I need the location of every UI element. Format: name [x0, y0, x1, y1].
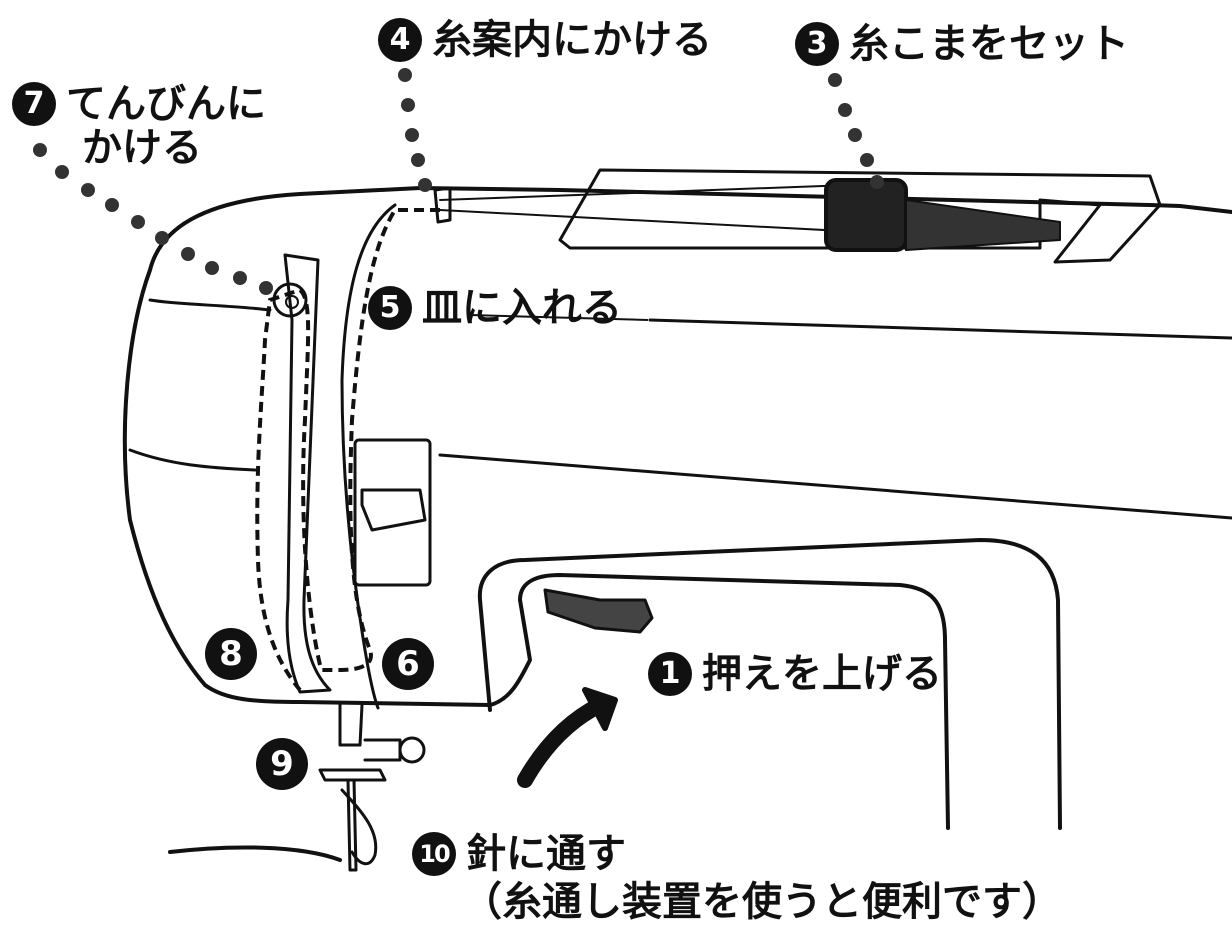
step-10-number: 10: [412, 832, 456, 876]
step-1-text: 押えを上げる: [702, 651, 942, 697]
step-9-label: 9: [256, 738, 308, 790]
step-5-number: 5: [368, 286, 412, 330]
step-5-text: 皿に入れる: [422, 285, 622, 331]
step-5-label: 5 皿に入れる: [368, 286, 622, 330]
leader-3: [828, 73, 884, 189]
step-9-number: 9: [256, 738, 308, 790]
head-left-face: [148, 298, 272, 312]
needle-bar: [338, 703, 364, 747]
machine-top-seam: [648, 318, 1232, 340]
head-lower-face: [128, 448, 257, 472]
step-7-label: 7 てんびんに かける: [12, 82, 266, 168]
machine-arm-column: [477, 538, 1062, 830]
step-7-line1: てんびんに: [66, 81, 266, 127]
step-3-label: 3 糸こまをセット: [795, 22, 1129, 66]
leader-7: [33, 143, 273, 295]
lift-arrow: [517, 697, 608, 788]
presser-foot: [318, 768, 387, 782]
step-4-number: 4: [378, 18, 422, 62]
step-8-label: 8: [205, 628, 257, 680]
step-1-label: 1 押えを上げる: [648, 652, 942, 696]
thread-path-down: [320, 208, 440, 672]
take-up-slot: [283, 253, 332, 694]
step-7-line2: かける: [82, 125, 202, 171]
side-button: [360, 488, 427, 532]
thread-tail: [168, 845, 342, 862]
step-6-label: 6: [382, 638, 434, 690]
step-6-number: 6: [382, 638, 434, 690]
leader-4: [398, 68, 432, 192]
presser-lever: [543, 588, 654, 634]
step-4-label: 4 糸案内にかける: [378, 18, 712, 62]
thread-guide: [433, 186, 452, 224]
step-8-number: 8: [205, 628, 257, 680]
machine-body-outline: [122, 186, 1232, 830]
presser-screw: [363, 738, 402, 762]
machine-mid-seam: [438, 453, 1232, 520]
step-4-text: 糸案内にかける: [432, 17, 712, 63]
spool: [824, 178, 908, 252]
step-7-number: 7: [12, 82, 56, 126]
step-10-label: 10 針に通す （糸通し装置を使うと便利です）: [412, 832, 1062, 922]
step-1-number: 1: [648, 652, 692, 696]
step-10-line1: 針に通す: [466, 831, 626, 877]
side-button-frame: [353, 438, 432, 587]
step-3-number: 3: [795, 22, 839, 66]
leader-5: [469, 314, 649, 321]
step-3-text: 糸こまをセット: [849, 21, 1129, 67]
needle: [346, 778, 358, 872]
thread-path-up: [255, 287, 322, 692]
head-panel-curve: [340, 203, 397, 710]
step-10-line2: （糸通し装置を使うと便利です）: [462, 879, 1062, 925]
